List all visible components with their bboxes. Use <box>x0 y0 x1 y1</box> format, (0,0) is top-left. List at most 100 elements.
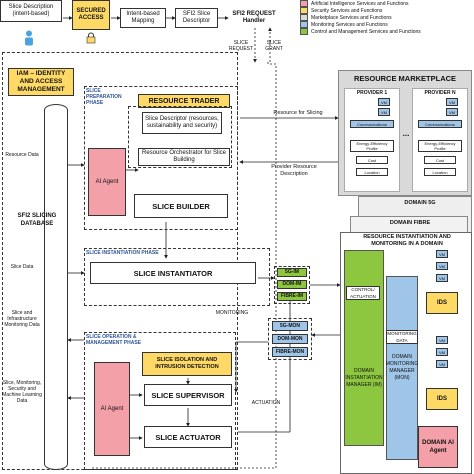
slice-instantiator-label: SLICE INSTANTIATOR <box>133 268 213 278</box>
slice-builder-box: SLICE BUILDER <box>134 194 228 218</box>
mon-5g: 5G-MON <box>272 321 308 331</box>
domain-vm-3: VM <box>436 274 448 282</box>
provider-n-location: Location <box>424 168 456 176</box>
resource-trader-box: RESOURCE TRADER <box>138 94 230 108</box>
legend-item-control: Control and Management Services and Func… <box>300 28 472 35</box>
mon-fibre: FIBRE-MON <box>272 347 308 357</box>
domain-5g-label: DOMAIN 5G <box>404 200 436 206</box>
resource-trader-label: RESOURCE TRADER <box>148 97 220 105</box>
slice-actuator-label: SLICE ACTUATOR <box>155 432 221 442</box>
slice-supervisor-label: SLICE SUPERVISOR <box>151 390 225 400</box>
control-actuation-box: CONTROL/ ACTUATION <box>346 286 380 300</box>
prep-ai-agent-label: AI Agent <box>95 178 119 185</box>
mon-group <box>268 318 312 360</box>
preparation-phase-label: SLICE PREPARATION PHASE <box>86 88 122 106</box>
slice-description-box: Slice Description (intent-based) <box>0 0 62 22</box>
legend-swatch-icon <box>300 7 308 14</box>
monitoring-label: MONITORING <box>215 310 249 316</box>
resource-for-slicing-label: Resource for Slicing <box>273 110 323 116</box>
legend-item-ai: Artificial Intelligence Services and Fun… <box>300 0 472 7</box>
provider-resource-description-label: Provider Resource Description <box>271 164 317 177</box>
mon-dom: DOM-MON <box>272 334 308 344</box>
slice-description-label: Slice Description (intent-based) <box>8 4 54 17</box>
ids-box-1: IDS <box>426 292 458 314</box>
slice-request-label: SLICE REQUEST <box>228 40 254 52</box>
slice-instantiator-box: SLICE INSTANTIATOR <box>90 262 256 284</box>
marketplace-title: RESOURCE MARKETPLACE <box>353 73 457 83</box>
domain-vm-1: VM <box>436 250 448 258</box>
provider-n-vm-b: VM <box>446 108 458 116</box>
legend-item-security: Security Services and Functions <box>300 7 472 14</box>
legend-swatch-icon <box>300 14 308 21</box>
monitoring-data-box: MONITORING DATA <box>386 330 418 344</box>
domain-vm-2: VM <box>436 262 448 270</box>
sfi2-request-handler-label: SFI2 REQUEST Handler <box>232 11 276 24</box>
actuation-label: ACTUATION <box>251 400 281 406</box>
user-icon <box>22 30 36 46</box>
ops-ai-agent-label: AI Agent <box>100 405 124 412</box>
secured-access-label: SECURED ACCESS <box>76 8 106 21</box>
isolation-detection-box: SLICE ISOLATION AND INTRUSION DETECTION <box>142 352 232 376</box>
legend-swatch-icon <box>300 0 308 7</box>
instantiation-phase <box>84 248 270 306</box>
iam-label: IAM – IDENTITY AND ACCESS MANAGEMENT <box>16 70 66 93</box>
intent-mapping-label: Intent-based Mapping <box>126 11 160 24</box>
provider-1-energy: Energy-Efficiency Profile <box>350 140 394 152</box>
provider-1-location: Location <box>356 168 388 176</box>
provider-1-vm-a: VM <box>378 98 390 106</box>
legend-swatch-icon <box>300 21 308 28</box>
prep-ai-agent-box: AI Agent <box>88 148 126 216</box>
provider-n-vm-a: VM <box>446 98 458 106</box>
domain-vm-5: VM <box>436 348 448 356</box>
provider-ellipsis: ... <box>402 129 410 138</box>
provider-n-label: PROVIDER N <box>424 90 456 96</box>
provider-1-cost: Cost <box>356 156 388 164</box>
isolation-detection-label: SLICE ISOLATION AND INTRUSION DETECTION <box>155 357 219 370</box>
domain-im-manager: DOMAIN INSTANTIATION MANAGER (IM) <box>344 250 384 446</box>
im-dom: DOM-IM <box>277 280 307 289</box>
slice-infra-monitoring-label: Slice and Infrastructure Monitoring Data <box>4 310 40 328</box>
preparation-phase <box>84 86 238 230</box>
domain-vm-4: VM <box>436 336 448 344</box>
domain-ai-agent-box: DOMAIN AI Agent <box>418 426 458 468</box>
intent-mapping-box: Intent-based Mapping <box>120 8 166 28</box>
resource-instantiation-label: RESOURCE INSTANTIATION AND MONITORING IN… <box>363 234 451 247</box>
sfi2-descriptor-box: SFI2 Slice Descriptor <box>175 8 218 28</box>
legend: Artificial Intelligence Services and Fun… <box>300 0 472 38</box>
slice-data-label: Slice Data <box>10 264 34 270</box>
provider-n-cost: Cost <box>424 156 456 164</box>
domain-im-manager-label: DOMAIN INSTANTIATION MANAGER (IM) <box>345 367 383 388</box>
ids-box-2: IDS <box>426 388 458 410</box>
slice-supervisor-box: SLICE SUPERVISOR <box>144 384 232 406</box>
domain-mon-manager: DOMAIN MONITORING MANAGER (MON) <box>386 276 418 460</box>
learning-data-label: Slice, Monitoring, Security and Machine … <box>2 380 42 404</box>
ops-ai-agent-box: AI Agent <box>94 362 130 456</box>
provider-n-energy: Energy-Efficiency Profile <box>418 140 462 152</box>
instantiation-phase-label: SLICE INSTANTIATION PHASE <box>86 250 159 256</box>
slice-actuator-box: SLICE ACTUATOR <box>144 426 232 448</box>
database-title: SFI2 SLICING DATABASE <box>17 213 57 227</box>
orchestrator-box: Resource Orchestrator for Slice Building <box>138 148 230 166</box>
im-group <box>274 266 310 304</box>
operation-phase <box>84 332 236 470</box>
slicing-database <box>44 104 68 470</box>
provider-1-label: PROVIDER 1 <box>356 90 388 96</box>
orchestrator-label: Resource Orchestrator for Slice Building <box>141 150 227 163</box>
provider-1-vm-b: VM <box>378 108 390 116</box>
resource-trader-frame <box>128 106 232 168</box>
secured-access-box: SECURED ACCESS <box>72 0 110 30</box>
im-fibre: FIBRE-IM <box>277 292 307 301</box>
operation-phase-label: SLICE OPERATION & MANAGEMENT PHASE <box>86 334 142 346</box>
slice-descriptor-label: Slice Descriptor (resources, sustainabil… <box>145 116 219 129</box>
resource-data-label: Resource Data <box>5 152 39 158</box>
legend-item-marketplace: Marketplace Services and Functions <box>300 14 472 21</box>
slice-builder-label: SLICE BUILDER <box>152 201 210 211</box>
domain-ai-agent-label: DOMAIN AI Agent <box>422 440 454 454</box>
sfi2-descriptor-label: SFI2 Slice Descriptor <box>182 11 211 24</box>
provider-n-communications: Communications <box>418 120 462 128</box>
slice-grant-label: SLICE GRANT <box>265 40 283 52</box>
im-5g: 5G-IM <box>277 268 307 277</box>
domain-fibre-label: DOMAIN FIBRE <box>389 220 431 226</box>
iam-box: IAM – IDENTITY AND ACCESS MANAGEMENT <box>8 68 74 96</box>
